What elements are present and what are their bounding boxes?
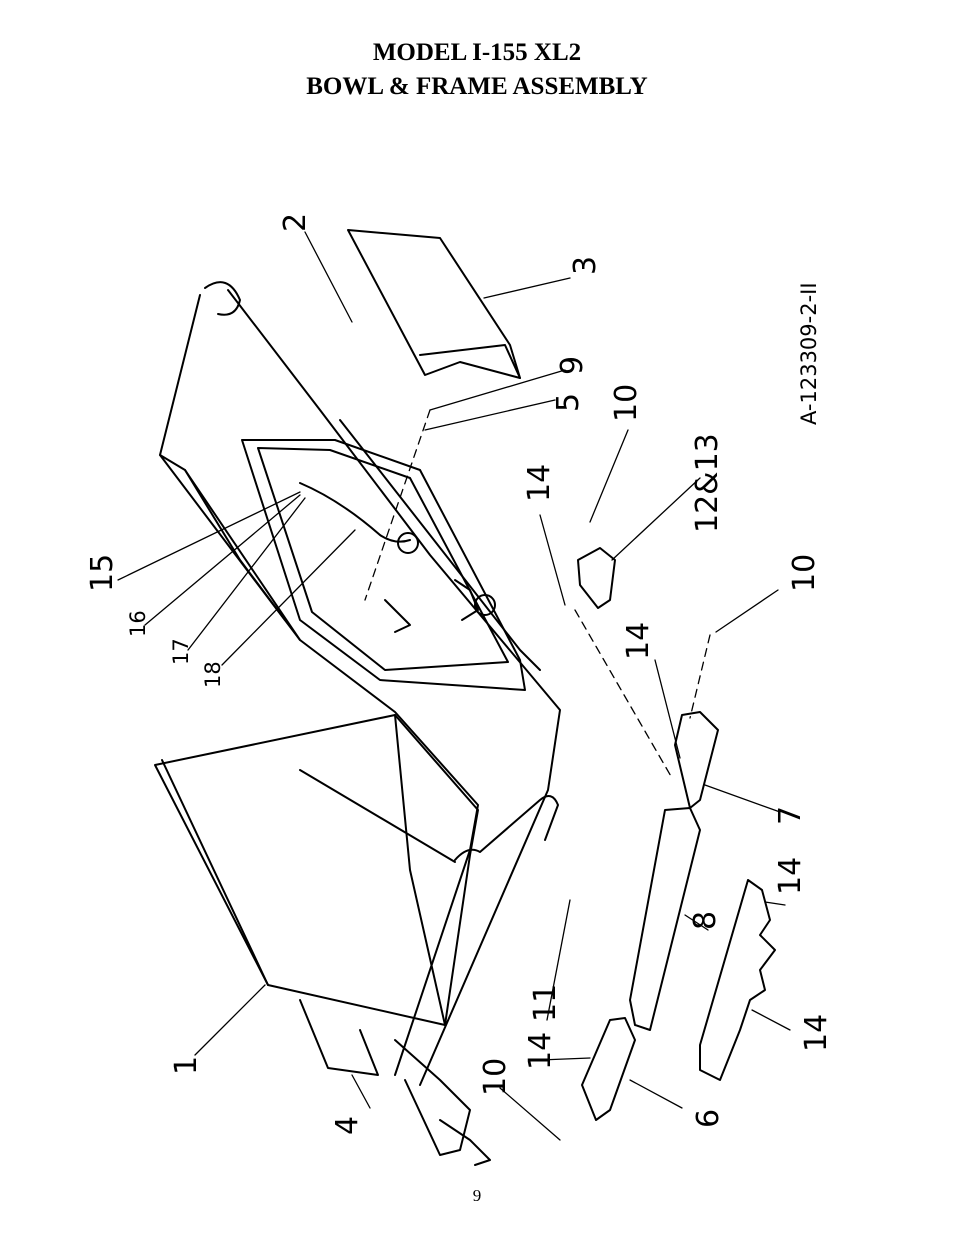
callout-5: 5 — [551, 393, 586, 412]
callout-14-e: 14 — [523, 1032, 558, 1070]
callout-17: 17 — [169, 638, 193, 665]
page-title-line-2: BOWL & FRAME ASSEMBLY — [306, 73, 648, 100]
bracket-7 — [674, 711, 719, 809]
callout-10-top: 10 — [787, 554, 822, 592]
plate-8 — [629, 807, 701, 1031]
callout-14-a: 14 — [522, 464, 557, 502]
callout-14-b: 14 — [621, 622, 656, 660]
page-number: 9 — [472, 1186, 482, 1205]
leader-lines — [117, 231, 791, 1141]
callout-labels: 2 3 9 5 10 12&13 14 14 10 7 14 8 14 6 11… — [85, 213, 834, 1135]
plate-14 — [699, 879, 776, 1081]
bracket-12-13 — [577, 547, 616, 609]
callout-14-c: 14 — [773, 857, 808, 895]
callout-10-bottom: 10 — [478, 1058, 513, 1096]
side-tube — [394, 795, 559, 1166]
callout-16: 16 — [126, 610, 150, 637]
top-frame — [241, 439, 526, 691]
callout-7: 7 — [773, 806, 808, 825]
callout-11-top: 10 — [609, 384, 644, 422]
plate-3 — [347, 229, 521, 379]
drawing-code: A-123309-2-II — [797, 282, 821, 425]
callout-4: 4 — [330, 1116, 365, 1135]
callout-14-d: 14 — [799, 1014, 834, 1052]
callout-6: 9 — [555, 356, 590, 375]
bowl — [154, 714, 479, 1076]
callout-11-bottom: 11 — [528, 984, 563, 1022]
callout-9: 6 — [691, 1109, 726, 1128]
callout-2: 2 — [278, 213, 313, 232]
callout-12-13: 12&13 — [690, 433, 725, 533]
callout-1: 1 — [169, 1056, 204, 1075]
bracket-9 — [581, 1017, 636, 1121]
callout-8: 8 — [688, 911, 723, 930]
callout-3: 3 — [568, 256, 603, 275]
page-title-line-1: MODEL I-155 XL2 — [372, 39, 582, 66]
callout-15: 15 — [85, 554, 120, 592]
callout-18: 18 — [201, 661, 225, 688]
